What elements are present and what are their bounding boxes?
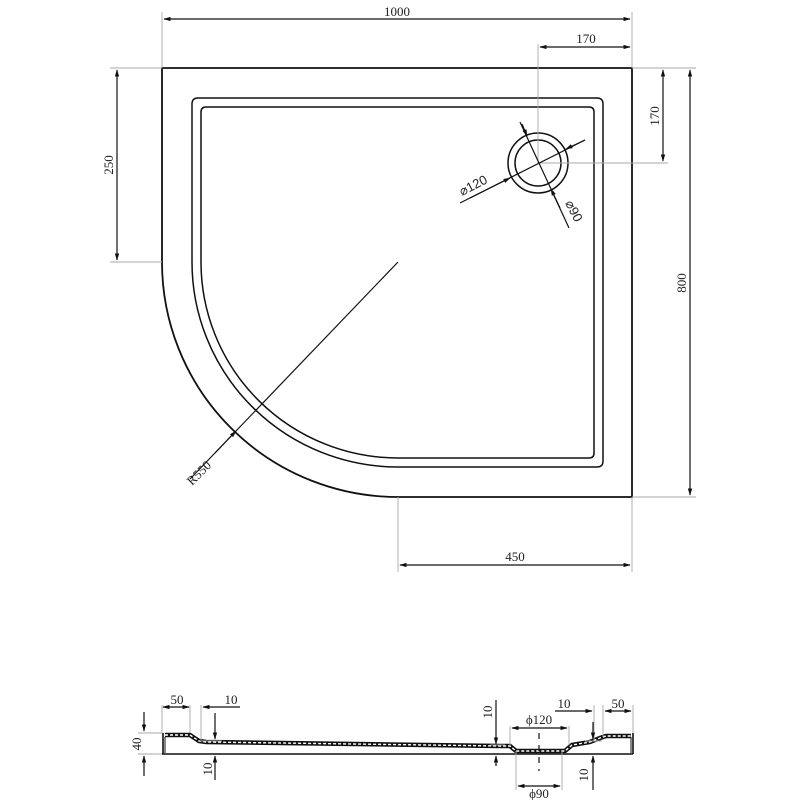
tray-outer-outline bbox=[161, 67, 633, 498]
width-label: 1000 bbox=[384, 4, 410, 19]
rim-width-left-label: 50 bbox=[171, 692, 184, 707]
section-drain-inner-label: ϕ90 bbox=[529, 786, 549, 800]
slope-right-label: 10 bbox=[558, 696, 571, 711]
base-left-label: 10 bbox=[200, 763, 215, 776]
section-drain-outer-label: ϕ120 bbox=[526, 712, 552, 727]
rim-width-right-label: 50 bbox=[612, 696, 625, 711]
straight-side-label: 250 bbox=[101, 155, 116, 175]
section-view: 50 10 40 10 10 ϕ120 ϕ90 bbox=[129, 692, 634, 800]
depth-label: 800 bbox=[674, 273, 689, 293]
base-center-label: 10 bbox=[480, 706, 495, 719]
drain-offset-y-label: 170 bbox=[647, 106, 662, 126]
drain-outer-label: ⌀120 bbox=[457, 172, 490, 199]
tray-rim-inner bbox=[200, 106, 595, 459]
tray-rim-outer bbox=[191, 97, 604, 468]
drain-offset-x-label: 170 bbox=[576, 31, 596, 46]
radius-label: R550 bbox=[184, 458, 215, 489]
plan-view: ⌀120 ⌀90 R550 1000 170 250 170 800 450 bbox=[101, 4, 696, 572]
drain-inner-dimension-line bbox=[519, 121, 570, 229]
slope-left-label: 10 bbox=[225, 692, 238, 707]
front-straight-label: 450 bbox=[505, 549, 525, 564]
base-right-label: 10 bbox=[576, 769, 591, 782]
height-label: 40 bbox=[129, 738, 144, 751]
